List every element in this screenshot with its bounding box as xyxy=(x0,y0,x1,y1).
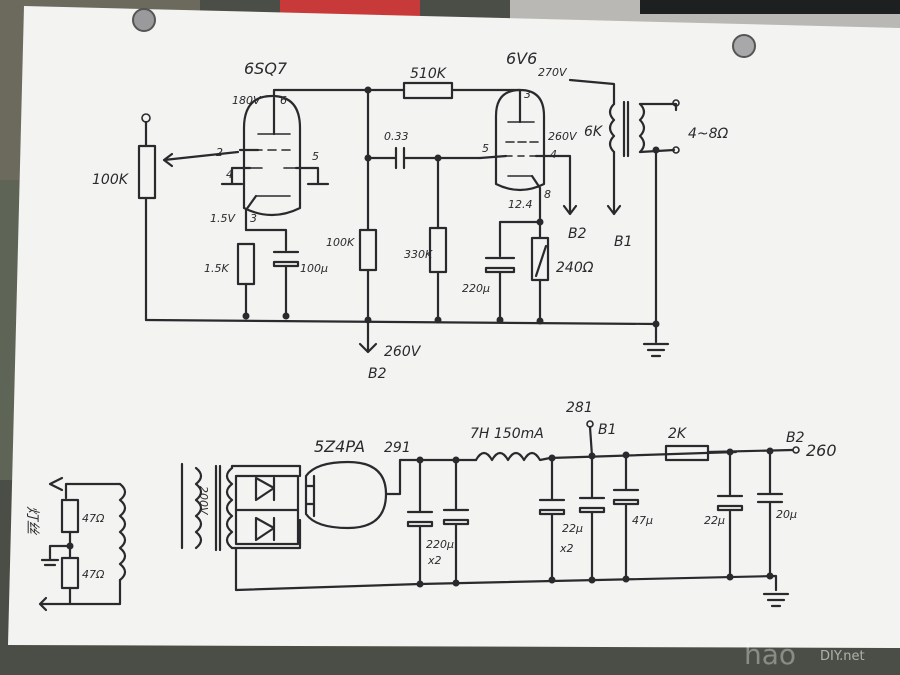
preamp-cathode-resistor: 1.5K xyxy=(204,262,229,275)
rectifier-tube-type: 5Z4PA xyxy=(314,437,365,456)
interstage-network xyxy=(358,81,504,354)
dropping-resistor-value: 2K xyxy=(668,426,688,442)
plate-load-value: 100K xyxy=(326,236,355,249)
final-filter-caps xyxy=(706,446,800,578)
transformer-secondary: 200V xyxy=(197,486,210,516)
filter-cap-3-value: 47μ xyxy=(632,514,653,527)
power-tube-type: 6V6 xyxy=(506,49,537,68)
power-screen-pin: 4 xyxy=(550,148,557,161)
b1-voltage: 281 xyxy=(566,400,593,416)
power-tube xyxy=(478,88,578,216)
coupling-cap-value: 0.33 xyxy=(384,130,409,143)
power-transformer xyxy=(180,462,302,552)
pot-value: 100K xyxy=(92,172,130,188)
paper-sheet xyxy=(8,6,900,648)
preamp-tube-type: 6SQ7 xyxy=(244,59,288,78)
filter-cap-2-count: x2 xyxy=(559,542,574,555)
b2-label: B2 xyxy=(786,430,805,446)
first-filter-caps xyxy=(406,456,470,586)
power-cathode-network xyxy=(484,204,550,320)
power-plate-pin: 3 xyxy=(524,88,531,101)
supply-rail-voltage: 260V xyxy=(384,344,422,360)
watermark-site: DIY.net xyxy=(820,649,865,664)
preamp-cathode-cap: 100μ xyxy=(300,262,328,275)
power-cathode-cap: 220μ xyxy=(462,282,490,295)
filter-choke xyxy=(474,451,552,462)
bridge-diodes xyxy=(234,474,300,546)
power-cathode-resistor: 240Ω xyxy=(556,260,594,276)
output-transformer xyxy=(568,78,680,344)
preamp-plate-pin: 6 xyxy=(280,94,287,107)
power-cathode-voltage: 12.4 xyxy=(508,198,533,211)
power-screen-voltage: 260V xyxy=(548,130,578,143)
power-cathode-pin: 8 xyxy=(544,188,551,201)
rectifier-tube xyxy=(304,458,478,530)
heater-label: 灯丝 xyxy=(24,506,40,536)
heater-resistor-1: 47Ω xyxy=(82,512,105,525)
preamp-cathode-voltage: 1.5V xyxy=(210,212,236,225)
preamp-pin4: 4 xyxy=(226,168,233,181)
b2-voltage: 260 xyxy=(806,441,837,460)
upper-ground-rail xyxy=(144,86,670,358)
power-b2-label: B2 xyxy=(568,226,587,242)
preamp-plate-voltage: 180V xyxy=(232,94,262,107)
power-grid-pin: 5 xyxy=(482,142,489,155)
output-transformer-impedance: 6K xyxy=(584,124,604,140)
heater-resistor-2: 47Ω xyxy=(82,568,105,581)
heater-circuit xyxy=(38,476,127,612)
second-filter-caps xyxy=(538,420,738,582)
preamp-grid-pin: 2 xyxy=(216,146,223,159)
power-b1-label: B1 xyxy=(614,234,633,250)
filter-cap-2-value: 22μ xyxy=(562,522,583,535)
pin-head xyxy=(132,8,156,32)
rectifier-out-voltage: 291 xyxy=(384,440,411,456)
preamp-tube xyxy=(220,88,370,232)
filter-cap-1-count: x2 xyxy=(427,554,442,567)
filter-cap-5-value: 20μ xyxy=(776,508,797,521)
preamp-cathode-pin: 3 xyxy=(250,212,257,225)
b1-label: B1 xyxy=(598,422,617,438)
choke-value: 7H 150mA xyxy=(470,426,544,442)
preamp-cathode-network xyxy=(236,228,300,318)
volume-potentiometer xyxy=(137,113,240,322)
lower-ground-rail xyxy=(234,546,790,608)
series-resistor-value: 510K xyxy=(410,66,448,82)
preamp-pin5: 5 xyxy=(312,150,319,163)
pin-head xyxy=(732,34,756,58)
speaker-impedance: 4~8Ω xyxy=(688,126,729,142)
watermark-main: hao xyxy=(744,638,796,671)
supply-rail-label: B2 xyxy=(368,366,387,382)
filter-cap-4-value: 22μ xyxy=(704,514,725,527)
filter-cap-1-value: 220μ xyxy=(426,538,454,551)
power-plate-voltage: 270V xyxy=(538,66,568,79)
grid-leak-value: 330K xyxy=(404,248,433,261)
